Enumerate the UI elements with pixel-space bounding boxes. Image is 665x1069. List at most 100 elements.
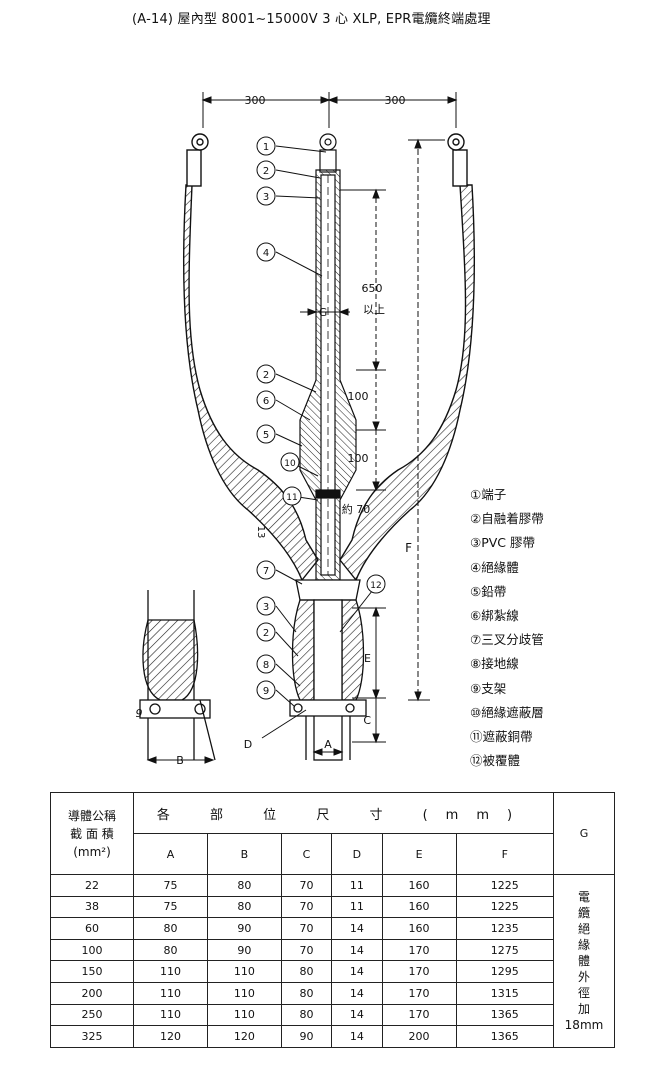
cell: 200 <box>381 1025 457 1048</box>
cell: 170 <box>381 981 457 1005</box>
cell: 70 <box>280 895 333 919</box>
dim-100b: 100 <box>348 452 369 465</box>
callout-3b: 3 <box>263 602 269 613</box>
legend-item: ④絕緣體 <box>470 559 519 575</box>
cell: 110 <box>133 960 208 983</box>
col-f-header: F <box>455 833 554 875</box>
cell: 250 <box>50 1003 134 1027</box>
cell: 1225 <box>455 874 554 897</box>
cell: 14 <box>331 1025 383 1048</box>
col-g-header: G <box>553 792 615 875</box>
cell: 1235 <box>455 917 554 940</box>
dimension-table: 導體公稱 截 面 積 (mm²) 各 部 位 尺 寸 (mm) G A B C … <box>50 792 615 1048</box>
dimension-g <box>300 308 350 316</box>
breakout-and-cable <box>289 579 367 761</box>
dimension-b <box>146 756 215 764</box>
cell: 1295 <box>455 960 554 983</box>
cell: 90 <box>280 1025 333 1048</box>
col-c-header: C <box>280 833 333 875</box>
col-a-header: A <box>133 833 208 875</box>
table-row: 38 75 80 70 11 160 1225 <box>50 895 615 919</box>
cell: 14 <box>331 917 383 940</box>
size-header-line1: 導體公稱 <box>67 808 116 823</box>
cell: 150 <box>50 960 134 983</box>
cell: 80 <box>206 895 282 919</box>
legend-item: ⑦三叉分歧管 <box>470 632 544 648</box>
legend-item: ⑪遮蔽銅帶 <box>470 728 533 744</box>
size-header-line3: (mm²) <box>73 844 111 859</box>
cell: 38 <box>50 895 134 919</box>
cell: 110 <box>206 1003 282 1027</box>
table-row: 250 110 110 80 14 170 1365 <box>50 1003 615 1027</box>
dim-100a: 100 <box>348 390 369 403</box>
cell: 200 <box>50 981 134 1005</box>
table-row: 60 80 90 70 14 160 1235 <box>50 917 615 940</box>
callout-1: 1 <box>263 142 269 153</box>
legend-item: ⑤鉛帶 <box>470 583 507 599</box>
callouts <box>256 136 386 707</box>
legend-item: ②自融着膠帶 <box>470 511 544 527</box>
callout-4: 4 <box>263 248 269 259</box>
termination-diagram: 300 300 <box>136 92 476 767</box>
legend-item: ⑥綁紮線 <box>470 607 519 623</box>
dim-a-label: A <box>324 738 332 751</box>
cell: 80 <box>206 874 282 897</box>
dimension-chain <box>340 188 386 492</box>
cell: 110 <box>133 981 208 1005</box>
cell: 75 <box>133 895 208 919</box>
dim-650: 650 <box>362 282 383 295</box>
dimension-300 <box>201 92 458 128</box>
legend-item: ⑩絕緣遮蔽層 <box>470 704 544 720</box>
cell: 1275 <box>455 938 554 962</box>
dim-f-label: F <box>405 541 412 555</box>
legend-item: ⑧接地線 <box>470 656 519 672</box>
cell: 14 <box>331 938 383 962</box>
page-title: (A-14) 屋內型 8001∼15000V 3 心 XLP, EPR電纜終端處… <box>132 12 491 27</box>
table-row: 200 110 110 80 14 170 1315 <box>50 981 615 1005</box>
cell: 120 <box>206 1025 282 1048</box>
cell: 110 <box>206 981 282 1005</box>
col-b-header: B <box>206 833 282 875</box>
col-d-header: D <box>331 833 383 875</box>
dim-300-left: 300 <box>245 94 266 107</box>
dim-9-left: 9 <box>136 707 143 720</box>
cell: 80 <box>280 1003 333 1027</box>
dim-e-label: E <box>364 652 371 665</box>
callout-2c: 2 <box>263 628 269 639</box>
callout-numbers: 1 2 3 4 2 6 5 10 11 7 3 2 8 9 12 <box>263 142 382 697</box>
dim-13: 13 <box>255 526 266 539</box>
dim-70: 約 70 <box>342 502 371 516</box>
dimension-a-d <box>261 709 344 756</box>
callout-5: 5 <box>263 430 269 441</box>
callout-7: 7 <box>263 566 269 577</box>
callout-9: 9 <box>263 686 269 697</box>
dim-d-label: D <box>244 738 252 751</box>
cell: 75 <box>133 874 208 897</box>
cell: 60 <box>50 917 134 940</box>
callout-2: 2 <box>263 166 269 177</box>
cell: 80 <box>133 938 208 962</box>
callout-12: 12 <box>370 581 381 591</box>
dimension-f <box>408 138 445 702</box>
left-phase-core <box>182 133 319 582</box>
cell: 14 <box>331 1003 383 1027</box>
callout-10: 10 <box>284 459 296 469</box>
cell: 1315 <box>455 981 554 1005</box>
dim-c-label: C <box>363 714 371 727</box>
cell: 160 <box>381 917 457 940</box>
cell: 120 <box>133 1025 208 1048</box>
cell: 100 <box>50 938 134 962</box>
cell: 1365 <box>455 1025 554 1048</box>
legend-item: ③PVC 膠帶 <box>470 535 535 551</box>
cell: 90 <box>206 917 282 940</box>
legend-item: ①端子 <box>470 487 507 502</box>
size-header: 導體公稱 截 面 積 (mm²) <box>50 792 134 875</box>
cell: 325 <box>50 1025 134 1048</box>
col-g-note: 電纜絕緣體外徑加 18mm <box>553 874 615 1048</box>
table-row: 22 75 80 70 11 160 1225 電纜絕緣體外徑加 18mm <box>50 874 615 1048</box>
cell: 14 <box>331 981 383 1005</box>
cell: 70 <box>280 917 333 940</box>
dimension-e-c <box>352 606 386 744</box>
callout-11: 11 <box>286 493 297 503</box>
cell: 14 <box>331 960 383 983</box>
